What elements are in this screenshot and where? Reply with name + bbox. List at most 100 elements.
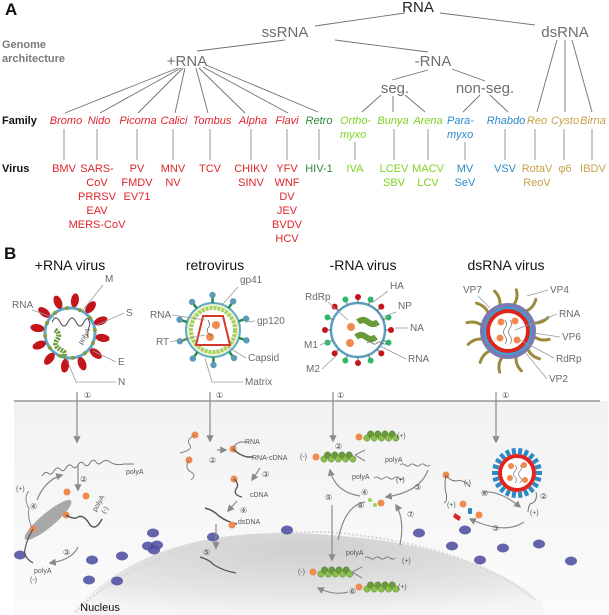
minus-label-rna: RNA <box>408 354 429 365</box>
minus-label-ha: HA <box>390 281 404 292</box>
nuclear-envelope <box>74 530 536 613</box>
nucleoprotein <box>349 455 357 463</box>
family-row: Bromo Nido Picorna Calici Tombus Alpha F… <box>50 115 606 141</box>
virus-ev71: EV71 <box>124 191 151 203</box>
gp120-knob <box>229 298 237 305</box>
vp6-subunit <box>511 447 517 455</box>
family-arena: Arena <box>412 115 442 127</box>
spike-protein <box>32 340 46 350</box>
plus-rna-replication-cycle: polyA polyA (-) (+) polyA (-) ② ③ ④ <box>16 459 144 584</box>
membrane-protein <box>90 340 95 345</box>
family-birna: Birna <box>580 115 606 127</box>
minus-step-8: ⑧ <box>357 501 364 510</box>
nucleoprotein <box>392 434 400 442</box>
gp120-knob <box>176 316 183 323</box>
family-retro: Retro <box>306 115 333 127</box>
minus-step-2: ② <box>335 442 342 451</box>
nucleoprotein <box>392 585 400 593</box>
plus-polya-label-1: polyA <box>126 469 144 476</box>
minus-polya-label-3: polyA <box>346 550 364 557</box>
panel-b-letter: B <box>4 244 16 263</box>
minus-step-1: ① <box>337 391 344 400</box>
minus-plus-label-1: (+) <box>397 433 406 440</box>
virus-lcv: LCV <box>417 177 439 189</box>
virus-row: BMV SARS- CoV PRRSV EAV MERS-CoV PV FMDV… <box>52 163 606 245</box>
ds-step-3: ③ <box>492 524 499 533</box>
membrane-protein <box>82 351 87 356</box>
minus-label-m2: M2 <box>306 364 320 375</box>
family-nido: Nido <box>88 115 111 127</box>
spike-protein <box>95 333 110 343</box>
plus-step-4: ④ <box>30 502 37 511</box>
plus-minus-label-2: (-) <box>30 577 37 584</box>
retro-step-3: ③ <box>262 470 269 479</box>
family-paramyxo-line1: Para- <box>447 115 474 127</box>
ds-step-4: ④ <box>481 489 488 498</box>
nuclear-pore <box>474 555 486 565</box>
ds-plus-label-2: (+) <box>530 510 539 517</box>
minus-minus-label-2: (-) <box>298 569 305 576</box>
membrane-protein <box>65 306 70 311</box>
virus-nv: NV <box>165 177 181 189</box>
retro-dsdna-label: dsDNA <box>238 519 261 526</box>
nuclear-pore <box>111 576 123 586</box>
family-orthomyxo-line1: Ortho- <box>340 115 372 127</box>
gp120-knob <box>230 354 238 362</box>
spike-protein <box>94 316 108 326</box>
nuclear-pore <box>83 575 95 585</box>
nuclear-pore <box>446 541 458 551</box>
nucleoprotein <box>346 570 354 578</box>
vp4-spike <box>478 348 493 364</box>
virus-chikv: CHIKV <box>234 163 268 175</box>
family-bunya: Bunya <box>377 115 408 127</box>
virus-fmdv: FMDV <box>121 177 153 189</box>
minus-label-m1: M1 <box>304 340 318 351</box>
nuclear-pore <box>86 555 98 565</box>
vp6-subunit <box>517 447 523 455</box>
gp120-knob <box>209 291 216 299</box>
vp4-spike <box>514 354 523 373</box>
node-segmented: seg. <box>381 80 409 97</box>
virus-hiv-1: HIV-1 <box>305 163 333 175</box>
plus-label-n: N <box>118 377 125 388</box>
na-spike <box>355 360 361 366</box>
vp4-spike <box>497 354 505 374</box>
membrane-protein <box>45 321 50 326</box>
ha-spike <box>367 296 374 303</box>
minus-step-3: ③ <box>414 483 421 492</box>
nucleus <box>70 532 545 615</box>
virus-bmv: BMV <box>52 163 77 175</box>
ds-label-vp2: VP2 <box>549 374 568 385</box>
family-cysto: Cysto <box>551 115 579 127</box>
ds-minus-label: (-) <box>464 480 471 487</box>
ds-label-rdrp: RdRp <box>556 354 582 365</box>
vp6-subunit <box>534 476 542 482</box>
ds-label-vp6: VP6 <box>562 332 581 343</box>
virus-lcev: LCEV <box>380 163 409 175</box>
genome-label-line2: architecture <box>2 53 65 65</box>
vp6-subunit <box>511 491 517 499</box>
retro-step-4: ④ <box>240 506 247 515</box>
virus-jev: JEV <box>277 205 298 217</box>
spike-protein <box>30 323 45 333</box>
vp4-spike <box>523 298 538 314</box>
minus-step-4: ④ <box>361 488 368 497</box>
spike-protein <box>70 293 80 308</box>
virus-ibdv: IBDV <box>580 163 606 175</box>
plus-minus-label: (-) <box>101 505 111 515</box>
node-ssrna: ssRNA <box>262 24 309 41</box>
gp120-knob <box>176 338 184 345</box>
virus-tcv: TCV <box>199 163 222 175</box>
vp6-subunit <box>523 489 530 497</box>
envelope-glycoproteins <box>176 291 250 369</box>
spike-protein <box>77 357 87 371</box>
virus-dv: DV <box>279 191 295 203</box>
spike-protein <box>60 358 70 373</box>
vp6-subunit <box>531 457 540 465</box>
plus-rna-virion: polyA M RNA S E N <box>12 274 133 388</box>
retro-step-2: ② <box>209 456 216 465</box>
family-calici: Calici <box>161 115 188 127</box>
virus-yfv: YFV <box>276 163 298 175</box>
vp4-spike <box>511 288 519 308</box>
gp120-knob <box>188 298 196 306</box>
